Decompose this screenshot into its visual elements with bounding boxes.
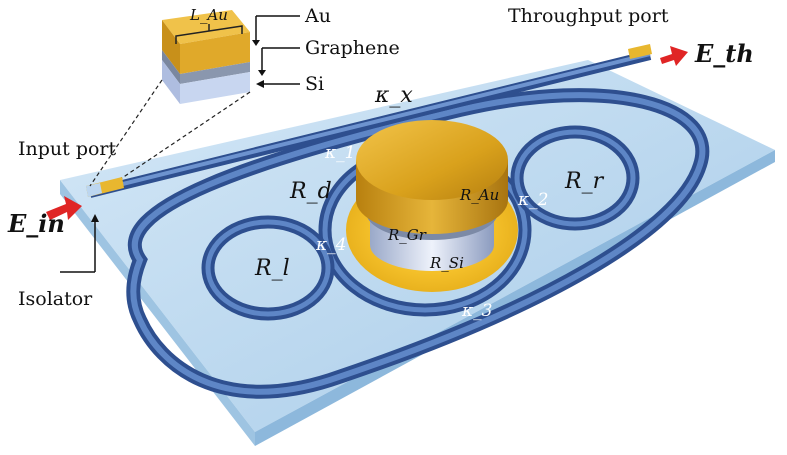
isolator-pointer: [60, 214, 99, 273]
si-label: Si: [305, 73, 324, 95]
output-arrow: [660, 46, 688, 66]
kappa-x-label: κ_x: [374, 83, 413, 108]
layer-stack-inset: [162, 10, 250, 104]
output-isolator-segment: [628, 44, 652, 59]
right-ring-rr: [510, 125, 640, 231]
input-arrow: [46, 196, 82, 220]
inset-pointer-lines: [252, 15, 300, 88]
throughput-port-label: Throughput port: [508, 5, 669, 27]
r-d-label: R_d: [289, 179, 332, 204]
kappa-2-label: κ_2: [517, 190, 548, 210]
r-si-label: R_Si: [429, 254, 464, 272]
r-au-label: R_Au: [459, 186, 499, 204]
kappa-4-label: κ_4: [315, 235, 346, 255]
kappa-3-label: κ_3: [461, 301, 492, 321]
input-isolator-segment: [86, 177, 124, 197]
r-l-label: R_l: [254, 256, 290, 281]
isolator-label: Isolator: [18, 288, 93, 310]
left-ring-rl: [201, 215, 335, 321]
input-port-label: Input port: [18, 138, 117, 160]
bus-waveguide: [88, 50, 652, 198]
zoom-dashed-lines: [89, 79, 251, 187]
graphene-label: Graphene: [305, 37, 400, 59]
au-label: Au: [304, 5, 331, 27]
e-in-label: E_in: [7, 209, 65, 238]
outer-racetrack-waveguide: [126, 88, 710, 399]
l-au-label: L_Au: [189, 6, 228, 24]
gold-pillar-cap: [356, 120, 508, 234]
e-th-label: E_th: [694, 39, 754, 68]
r-gr-label: R_Gr: [387, 226, 427, 244]
r-r-label: R_r: [564, 169, 605, 194]
kappa-1-label: κ_1: [324, 143, 355, 163]
